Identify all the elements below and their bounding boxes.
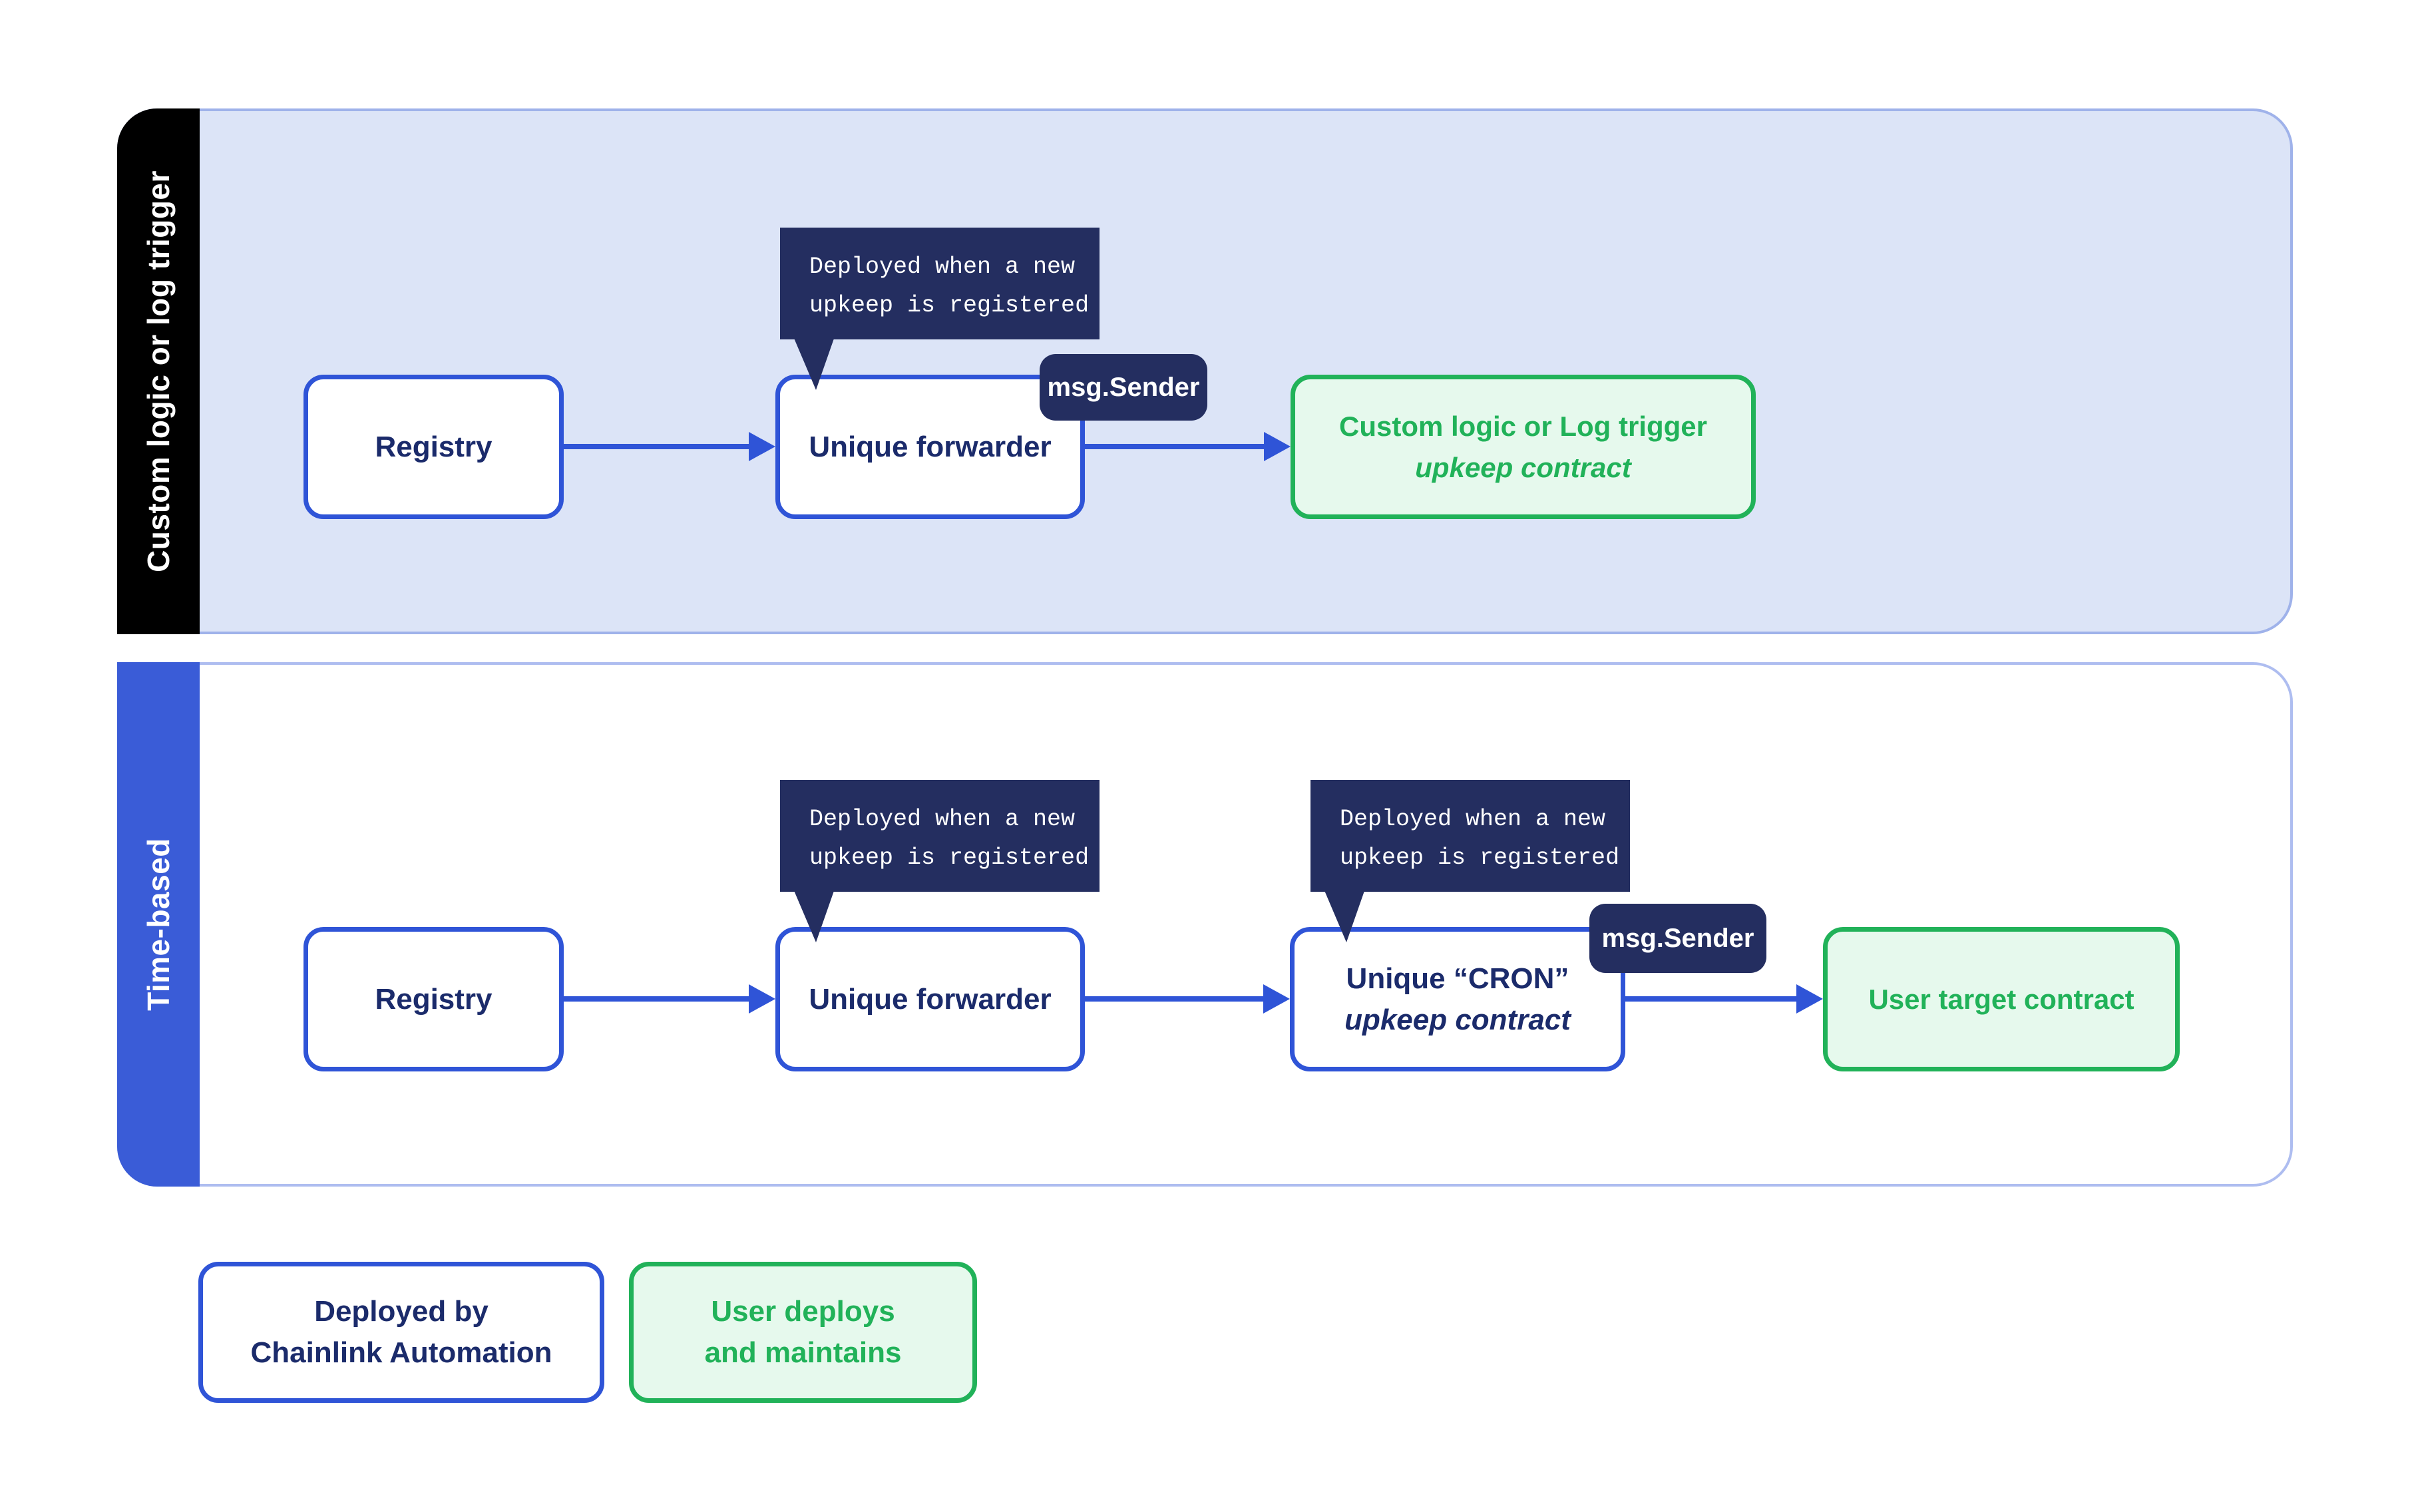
node-cron-line2: upkeep contract [1344,1003,1571,1036]
legend-user-line2: and maintains [704,1336,902,1369]
legend-deployed-by-chainlink: Deployed by Chainlink Automation [198,1262,604,1403]
tooltip-deployed-3-line1: Deployed when a new [1340,806,1606,833]
arrow-head-icon [749,432,775,461]
band-time-based-label: Time-based [141,838,176,1011]
arrow-head-icon [1264,432,1291,461]
arrow-head-icon [749,984,775,1014]
tooltip-tail-icon [793,337,835,390]
node-unique-forwarder-1: Unique forwarder [775,375,1085,519]
node-custom-upkeep-contract: Custom logic or Log trigger upkeep contr… [1291,375,1756,519]
badge-msg-sender-1: msg.Sender [1040,354,1207,421]
tooltip-deployed-1-line2: upkeep is registered [809,292,1090,319]
arrow-head-icon [1263,984,1290,1014]
badge-msg-sender-2-label: msg.Sender [1601,923,1754,953]
arrow-head-icon [1796,984,1823,1014]
tooltip-deployed-2-line2: upkeep is registered [809,845,1090,871]
node-cron-upkeep-contract: Unique “CRON” upkeep contract [1290,927,1625,1071]
tooltip-deployed-3: Deployed when a new upkeep is registered [1310,780,1630,892]
legend-chainlink-line1: Deployed by [314,1295,489,1328]
node-registry-2-label: Registry [375,982,493,1016]
node-cron-line1: Unique “CRON” [1346,962,1569,995]
node-custom-upkeep-line2: upkeep contract [1415,451,1631,483]
tooltip-tail-icon [1324,889,1365,942]
band-custom-logic-label: Custom logic or log trigger [141,170,176,572]
node-unique-forwarder-2: Unique forwarder [775,927,1085,1071]
arrow-forwarder-to-cron [1085,984,1290,1014]
tooltip-tail-icon [793,889,835,942]
sidebar-time-based: Time-based [117,662,200,1187]
node-user-target-contract: User target contract [1823,927,2180,1071]
node-registry-1-label: Registry [375,430,493,463]
sidebar-custom-logic: Custom logic or log trigger [117,108,200,634]
node-registry-1: Registry [303,375,564,519]
node-user-target-label: User target contract [1868,983,2134,1015]
arrow-forwarder-to-upkeep-1 [1085,432,1291,461]
node-custom-upkeep-line1: Custom logic or Log trigger [1339,410,1707,442]
tooltip-deployed-3-line2: upkeep is registered [1340,845,1620,871]
tooltip-deployed-1: Deployed when a new upkeep is registered [780,228,1100,339]
node-unique-forwarder-2-label: Unique forwarder [809,982,1052,1016]
badge-msg-sender-2: msg.Sender [1589,904,1766,973]
legend-user-line1: User deploys [711,1295,895,1328]
band-time-based [117,662,2293,1187]
tooltip-deployed-2: Deployed when a new upkeep is registered [780,780,1100,892]
legend-chainlink-line2: Chainlink Automation [250,1336,552,1369]
node-registry-2: Registry [303,927,564,1071]
badge-msg-sender-1-label: msg.Sender [1047,372,1200,402]
node-unique-forwarder-1-label: Unique forwarder [809,430,1052,463]
arrow-cron-to-target [1625,984,1823,1014]
arrow-registry-to-forwarder-1 [564,432,775,461]
tooltip-deployed-1-line1: Deployed when a new [809,254,1076,280]
arrow-registry-to-forwarder-2 [564,984,775,1014]
tooltip-deployed-2-line1: Deployed when a new [809,806,1076,833]
legend-user-deploys: User deploys and maintains [629,1262,977,1403]
